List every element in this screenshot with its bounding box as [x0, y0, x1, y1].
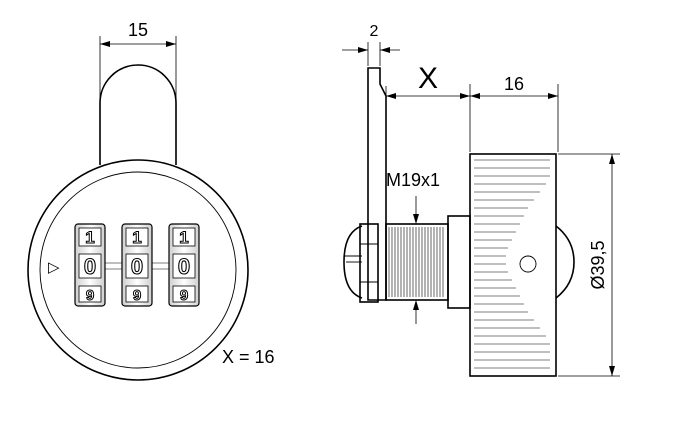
wheel-3-mid: 0	[178, 254, 190, 279]
wheel-2: 1 0 9	[121, 223, 153, 307]
knob-back-dome	[555, 225, 575, 299]
thread-lines	[388, 227, 444, 297]
dim-plate-label: 2	[370, 23, 379, 40]
diameter-label: Ø39,5	[588, 240, 608, 289]
wheel-2-bottom: 9	[133, 287, 141, 304]
dimension-diameter: Ø39,5	[558, 153, 620, 377]
wheel-1: 1 0 9	[74, 223, 106, 307]
knob-body	[469, 153, 557, 377]
wheel-2-top: 1	[132, 228, 141, 247]
dim-x-label: X	[418, 62, 438, 95]
knob-indicator-hole	[519, 255, 537, 273]
wheel-2-mid: 0	[131, 254, 143, 279]
knob-ribs	[474, 159, 550, 369]
knob-flange	[447, 215, 471, 309]
dim-knob-label: 16	[504, 74, 524, 94]
dimension-knob: 16	[469, 74, 559, 152]
indicator-marker: ▷	[48, 259, 60, 276]
front-top-lug	[99, 64, 177, 165]
wheel-1-mid: 0	[84, 254, 96, 279]
combination-wheels: 1 0 9 1 0 9 1 0 9	[74, 223, 200, 307]
front-body-outer	[27, 159, 249, 381]
dimension-plate: 2	[342, 23, 400, 66]
x-value-note: X = 16	[222, 347, 275, 367]
wheel-3-bottom: 9	[180, 287, 188, 304]
front-view: 15 ▷ 1 0 9 1 0 9	[27, 20, 275, 381]
wheel-3: 1 0 9	[168, 223, 200, 307]
front-body-inner	[39, 171, 237, 369]
side-view: 2 X 16	[342, 23, 620, 377]
wheel-1-bottom: 9	[86, 287, 94, 304]
dimension-width: 15	[99, 20, 177, 100]
wheel-1-top: 1	[85, 228, 94, 247]
thread-label: M19x1	[386, 170, 440, 190]
screw-head	[343, 225, 363, 299]
wheel-3-top: 1	[179, 228, 188, 247]
side-mounting-plate	[367, 67, 387, 301]
dim-width-label: 15	[128, 20, 148, 40]
dimension-x: X	[385, 62, 470, 100]
hex-nut	[359, 223, 379, 303]
